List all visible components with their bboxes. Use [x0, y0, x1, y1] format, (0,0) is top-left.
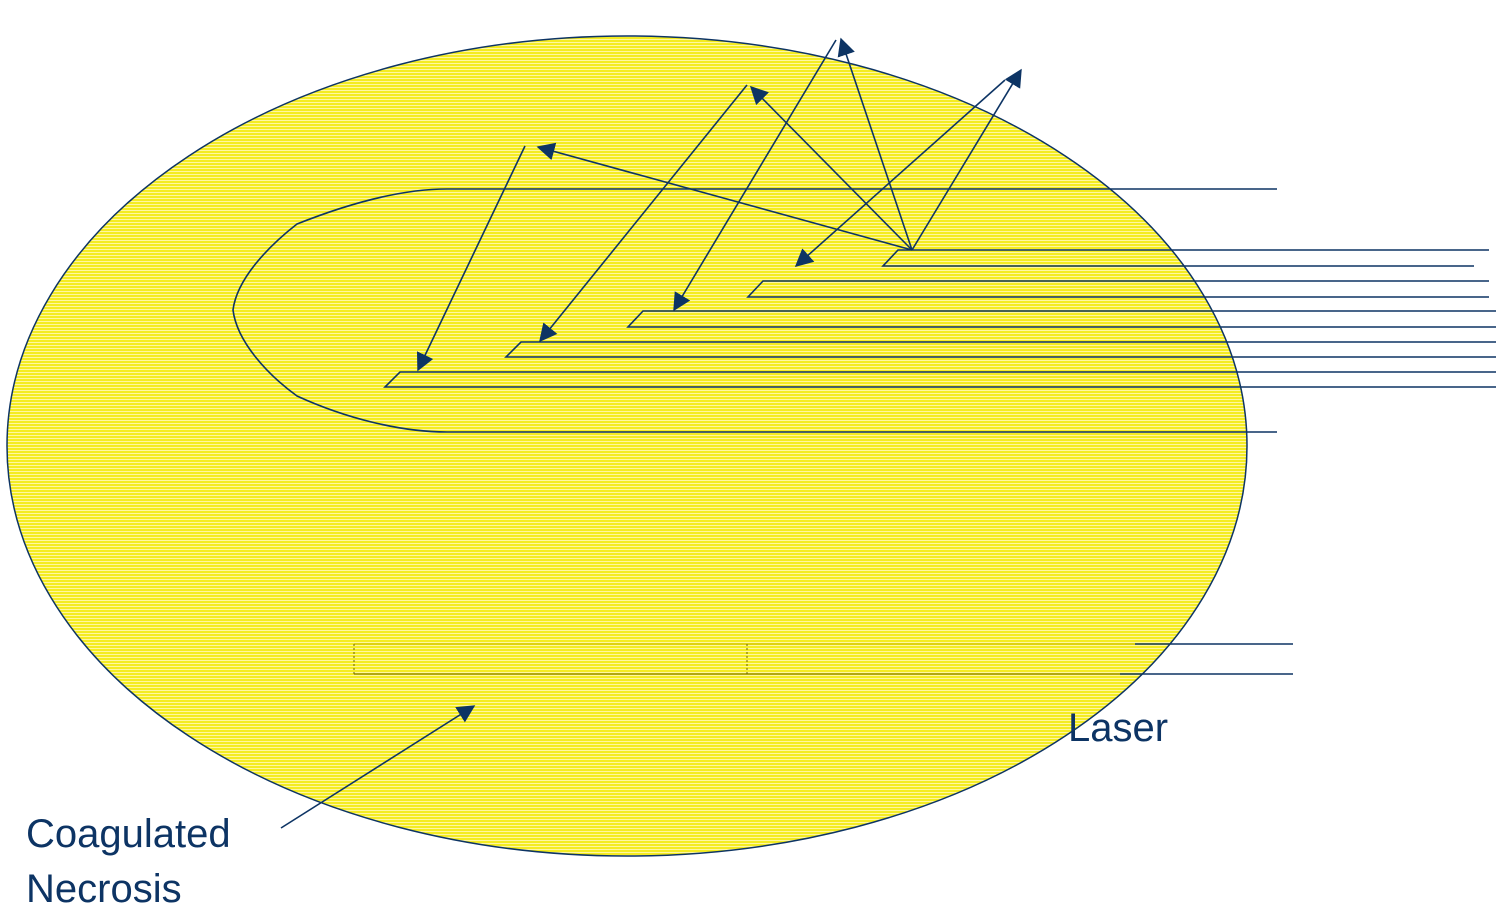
fiber-step-1 — [881, 249, 1489, 267]
beam-to-left — [536, 142, 913, 251]
laser-beams — [416, 37, 1022, 372]
beam-to-mid — [749, 85, 913, 251]
fiber-step-2 — [746, 280, 1489, 298]
necrosis-label-line1: Coagulated — [26, 812, 231, 856]
laser-fiber-steps — [383, 249, 1496, 388]
beam-left-reflect — [416, 145, 526, 372]
laser-label: Laser — [1068, 706, 1169, 750]
beam-mid-reflect — [539, 84, 748, 343]
beam-to-right — [911, 68, 1022, 251]
beam-to-top — [837, 37, 913, 251]
fiber-step-4 — [504, 341, 1496, 358]
fiber-step-3 — [626, 310, 1496, 328]
beam-right-reflect — [794, 79, 1006, 267]
necrosis-pointer-arrow — [280, 705, 476, 829]
catheter-outline — [232, 188, 1277, 433]
necrosis-label-line2: Necrosis — [26, 867, 182, 911]
beam-top-reflect — [673, 39, 837, 312]
coagulation-zone — [6, 35, 1248, 857]
laser-fiber — [353, 643, 1293, 675]
fiber-step-5 — [383, 371, 1496, 388]
